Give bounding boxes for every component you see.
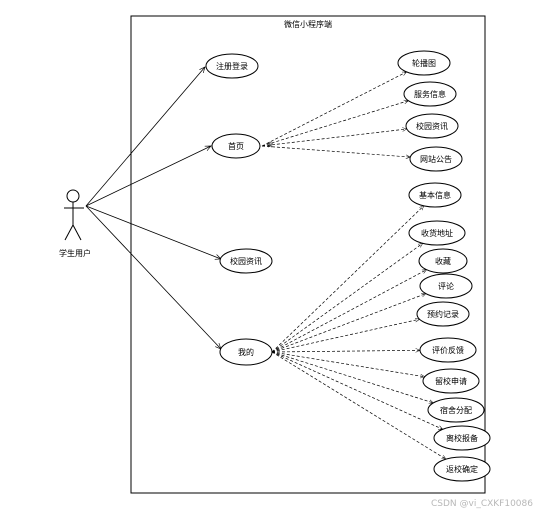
include-relations: [261, 71, 446, 459]
use-case-home-child-3[interactable]: 校园资讯: [405, 113, 459, 139]
use-case-label: 评价反馈: [432, 345, 464, 355]
association-campus-news: [85, 205, 221, 259]
include-line-mine-6: [271, 350, 420, 352]
use-case-ellipse: [433, 425, 491, 451]
association-mine: [85, 205, 221, 349]
use-case-ellipse: [419, 273, 473, 299]
include-line-mine-3: [271, 269, 427, 353]
use-case-label: 返校确定: [446, 464, 478, 474]
use-case-mine-child-10[interactable]: 返校确定: [433, 456, 491, 482]
use-case-label: 离校报备: [446, 433, 478, 443]
use-case-label: 服务信息: [414, 89, 446, 99]
system-boundary: [130, 15, 486, 494]
use-case-campus-news[interactable]: 校园资讯: [219, 248, 273, 274]
use-case-mine-child-8[interactable]: 宿舍分配: [427, 397, 485, 423]
association-home: [85, 145, 211, 207]
system-title: 微信小程序端: [284, 19, 332, 29]
use-case-home[interactable]: 首页: [211, 133, 261, 159]
include-line-mine-8: [271, 351, 433, 403]
use-case-mine[interactable]: 我的: [219, 338, 273, 366]
use-case-mine-child-5[interactable]: 预约记录: [416, 301, 470, 327]
use-case-mine-child-7[interactable]: 留校申请: [422, 368, 480, 394]
use-case-ellipse: [427, 397, 485, 423]
include-line-home-2: [261, 101, 408, 147]
use-case-ellipse: [419, 337, 477, 363]
use-case-register-label: 注册登录: [216, 61, 248, 71]
include-line-mine-10: [271, 351, 446, 459]
use-case-register[interactable]: 注册登录: [205, 53, 259, 79]
use-case-campus-news-label: 校园资讯: [230, 256, 262, 266]
include-line-home-1: [261, 71, 407, 147]
include-line-mine-4: [271, 294, 426, 353]
use-case-label: 宿舍分配: [440, 405, 472, 415]
include-line-mine-2: [271, 243, 423, 353]
use-case-home-child-2[interactable]: 服务信息: [403, 81, 457, 107]
use-case-label: 预约记录: [427, 309, 459, 319]
include-line-mine-1: [271, 206, 424, 353]
use-case-ellipse: [409, 146, 463, 172]
use-case-ellipse: [408, 182, 462, 208]
watermark: CSDN @vi_CXKF10086: [431, 499, 533, 509]
association-register: [85, 67, 205, 207]
actor-associations: [85, 67, 221, 349]
use-case-ellipse: [416, 301, 470, 327]
use-case-mine-child-2[interactable]: 收货地址: [408, 220, 466, 246]
use-case-label: 校园资讯: [416, 121, 448, 131]
use-case-ellipse: [418, 248, 468, 274]
use-case-home-label: 首页: [228, 141, 244, 151]
actor-leg-right: [72, 224, 82, 241]
home-include-label: 含: [267, 141, 273, 149]
actor-leg-left: [64, 224, 74, 241]
use-case-label: 评论: [438, 281, 454, 291]
use-case-mine-child-4[interactable]: 评论: [419, 273, 473, 299]
use-case-mine-label: 我的: [238, 347, 254, 357]
include-line-mine-9: [271, 351, 443, 430]
use-case-ellipse: [433, 456, 491, 482]
use-case-label: 收货地址: [421, 228, 453, 238]
use-case-label: 轮播图: [412, 58, 436, 68]
use-case-label: 收藏: [435, 256, 451, 266]
use-case-label: 留校申请: [435, 376, 467, 386]
actor-head: [66, 189, 80, 203]
include-line-mine-5: [271, 319, 420, 353]
use-case-ellipse: [408, 220, 466, 246]
use-case-mine-child-9[interactable]: 离校报备: [433, 425, 491, 451]
use-case-label: 基本信息: [419, 190, 451, 200]
use-case-ellipse: [405, 113, 459, 139]
use-case-home-child-1[interactable]: 轮播图: [397, 50, 451, 76]
use-case-ellipse: [397, 50, 451, 76]
use-case-mine-child-3[interactable]: 收藏: [418, 248, 468, 274]
use-case-ellipse: [422, 368, 480, 394]
include-line-home-4: [261, 145, 410, 157]
use-case-mine-child-6[interactable]: 评价反馈: [419, 337, 477, 363]
actor-student: [64, 189, 84, 241]
use-case-home-child-4[interactable]: 网站公告: [409, 146, 463, 172]
include-line-home-3: [261, 129, 407, 147]
include-line-mine-7: [271, 351, 425, 377]
use-case-ellipse: [403, 81, 457, 107]
actor-label: 学生用户: [59, 248, 91, 258]
use-case-label: 网站公告: [420, 154, 452, 164]
use-case-mine-child-1[interactable]: 基本信息: [408, 182, 462, 208]
